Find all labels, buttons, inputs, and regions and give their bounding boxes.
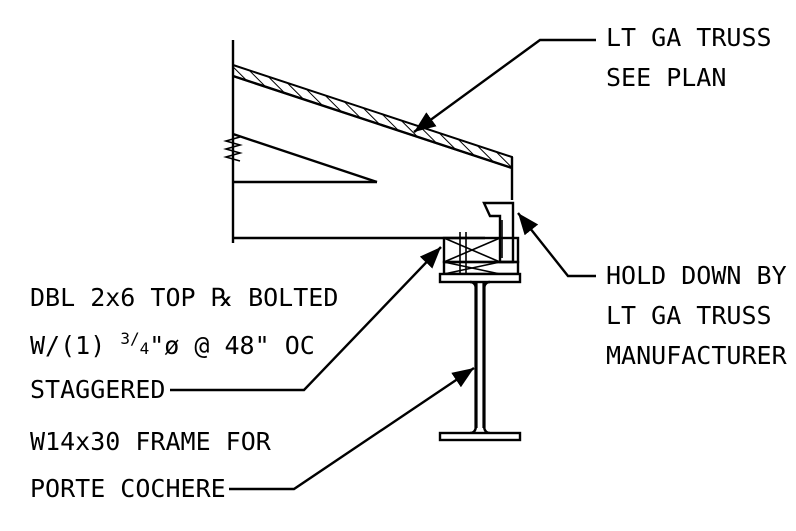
label-hold-line1: HOLD DOWN BY bbox=[606, 261, 787, 290]
leader-top-plate bbox=[170, 246, 442, 392]
label-truss-line1: LT GA TRUSS bbox=[606, 23, 772, 52]
label-hold-line2: LT GA TRUSS bbox=[606, 301, 772, 330]
label-truss-line2: SEE PLAN bbox=[606, 63, 726, 92]
fraction-numerator: 3 bbox=[120, 329, 130, 348]
label-plate-line3: STAGGERED bbox=[30, 375, 165, 404]
label-frame-line1: W14x30 FRAME FOR bbox=[30, 427, 272, 456]
label-plate-line1: DBL 2x6 TOP ℞ BOLTED bbox=[30, 283, 338, 312]
truss-section bbox=[223, 40, 514, 243]
plate-line2-prefix: W/(1) bbox=[30, 331, 120, 360]
label-hold-line3: MANUFACTURER bbox=[606, 341, 788, 370]
labels: LT GA TRUSS SEE PLAN HOLD DOWN BY LT GA … bbox=[30, 23, 788, 503]
leader-hold-down bbox=[517, 212, 596, 278]
label-frame-line2: PORTE COCHERE bbox=[30, 474, 226, 503]
break-symbol bbox=[223, 136, 243, 162]
leader-beam bbox=[229, 367, 475, 491]
leader-truss bbox=[413, 38, 596, 133]
fraction-denominator: 4 bbox=[140, 339, 150, 358]
w14x30-beam bbox=[438, 272, 522, 442]
hold-down-clip bbox=[482, 201, 515, 264]
plate-line2-suffix: "ø @ 48" OC bbox=[149, 331, 315, 360]
double-top-plate bbox=[442, 232, 520, 280]
top-chord-hatch bbox=[232, 63, 513, 170]
label-plate-line2: W/(1) 3/4"ø @ 48" OC bbox=[30, 329, 315, 360]
leader-lines bbox=[170, 38, 596, 491]
